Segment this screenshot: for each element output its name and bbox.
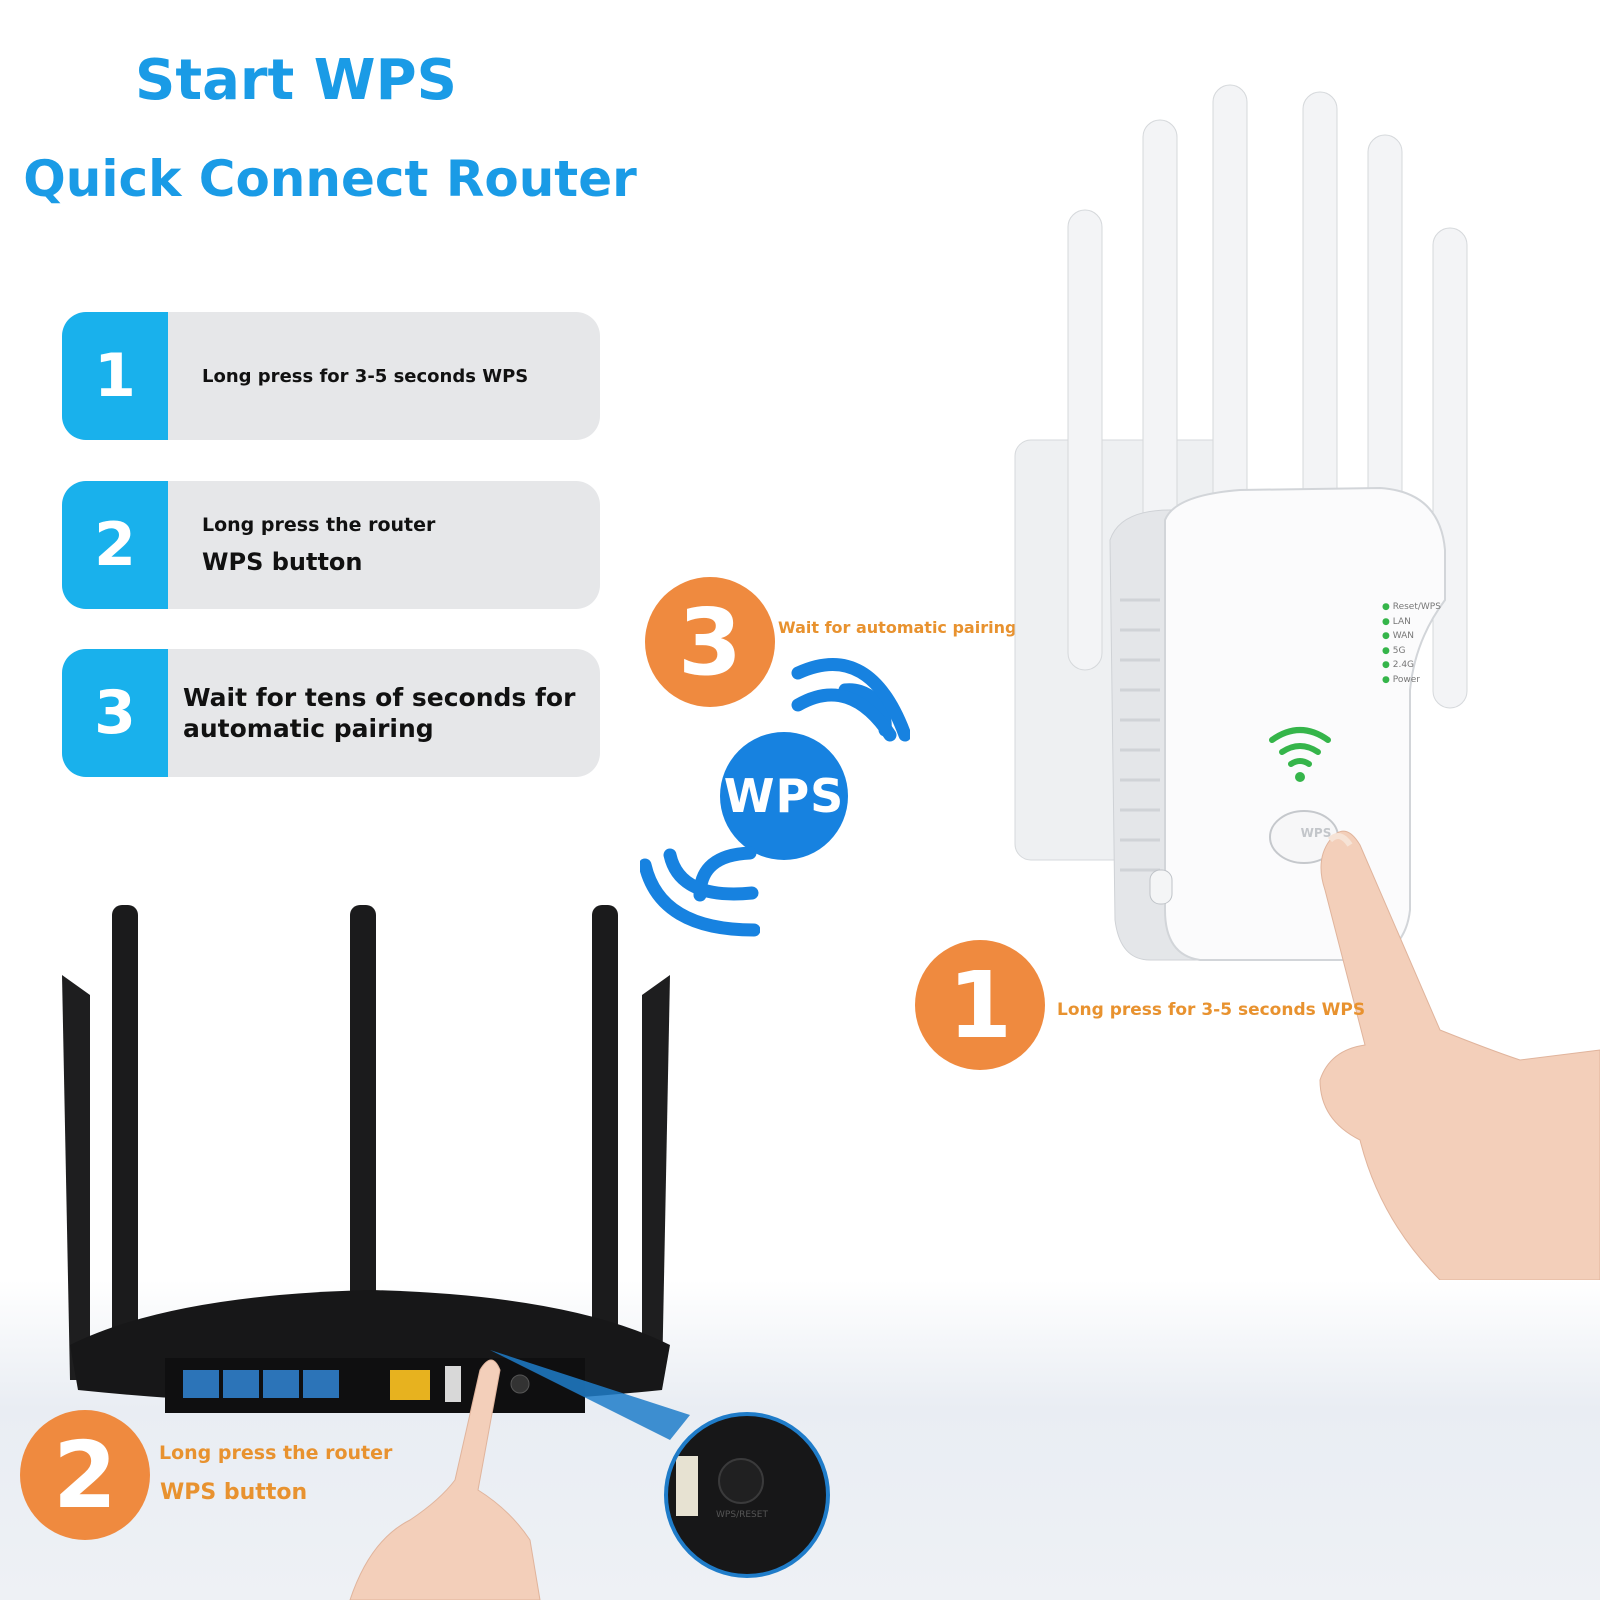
step-card-2: 2 Long press the router WPS button: [62, 481, 600, 609]
wifi-extender-image: [1014, 84, 1468, 961]
hand-router-image: [349, 1359, 541, 1600]
extender-wps-button[interactable]: WPS: [1300, 826, 1332, 840]
led-item-wan: ● WAN: [1382, 631, 1415, 642]
led-label: 5G: [1392, 645, 1406, 656]
step-text-3-line1: Wait for tens of seconds for: [183, 683, 576, 712]
callout-text-2-line2: WPS button: [160, 1480, 308, 1505]
led-item-reset-wps: ● Reset/WPS: [1382, 602, 1441, 612]
router-wps-button[interactable]: [718, 1458, 764, 1504]
led-item-lan: ● LAN: [1382, 616, 1411, 627]
step-number-3: 3: [62, 649, 168, 777]
callout-text-3: Wait for automatic pairing: [778, 618, 1017, 637]
step-number-2: 2: [62, 481, 168, 609]
led-label: Reset/WPS: [1392, 602, 1441, 612]
hand-extender-image: [1319, 830, 1600, 1280]
led-item-5g: ● 5G: [1382, 645, 1406, 656]
step-text-2-line1: Long press the router: [202, 514, 436, 536]
wifi-wave-lower-icon: [640, 846, 760, 937]
led-item-power: ● Power: [1382, 674, 1420, 685]
callout-text-2-line1: Long press the router: [159, 1442, 393, 1464]
zoom-wps-label: WPS/RESET: [716, 1510, 768, 1520]
led-label: 2.4G: [1392, 660, 1415, 671]
step-text-3-line2: automatic pairing: [183, 714, 434, 743]
step-text-1: Long press for 3-5 seconds WPS: [202, 365, 529, 387]
router-image: [62, 905, 670, 1413]
step-number-1: 1: [62, 312, 168, 440]
wps-badge: WPS: [720, 732, 848, 860]
led-label: WAN: [1392, 631, 1415, 642]
led-item-2-4g: ● 2.4G: [1382, 660, 1415, 671]
step-card-3: 3 Wait for tens of seconds for automatic…: [62, 649, 600, 777]
wifi-wave-upper-icon: [791, 658, 910, 742]
router-zoom-circle: WPS/RESET: [664, 1412, 830, 1578]
led-list: ● Reset/WPS ● LAN ● WAN ● 5G ● 2.4G ● Po…: [1382, 600, 1462, 688]
step-text-2-line2: WPS button: [202, 548, 363, 576]
led-label: Power: [1392, 674, 1420, 685]
page-subtitle: Quick Connect Router: [23, 150, 637, 208]
zoom-port-edge: [676, 1456, 698, 1516]
led-label: LAN: [1392, 616, 1411, 627]
callout-badge-2: 2: [20, 1410, 150, 1540]
page-title: Start WPS: [135, 48, 457, 113]
callout-text-1: Long press for 3-5 seconds WPS: [1057, 1000, 1366, 1020]
callout-badge-1: 1: [915, 940, 1045, 1070]
callout-badge-3: 3: [645, 577, 775, 707]
step-card-1: 1 Long press for 3-5 seconds WPS: [62, 312, 600, 440]
router-zoom-pointer: [490, 1350, 690, 1440]
